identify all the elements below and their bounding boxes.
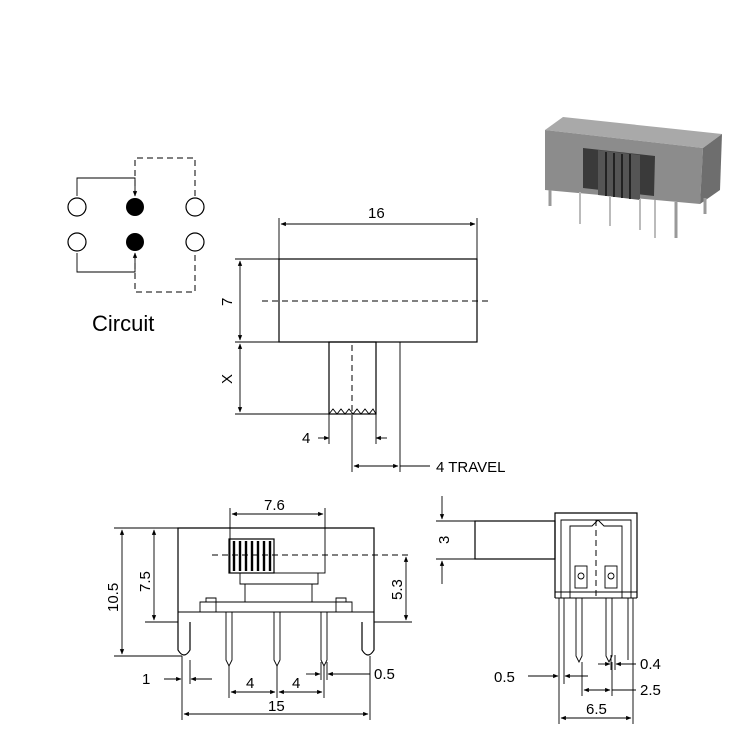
- dim-body-height: 7.5: [137, 571, 154, 592]
- terminal-circle-common: [126, 233, 144, 251]
- product-photo: [545, 117, 722, 238]
- circuit-link: [76, 252, 138, 273]
- dim-knob: 4: [302, 430, 310, 447]
- dim-side-width: 6.5: [586, 701, 607, 718]
- circuit-link-dashed: [134, 253, 196, 293]
- front-housing: [177, 527, 375, 622]
- terminal-circle: [67, 197, 87, 217]
- terminal-circle: [185, 232, 205, 252]
- dim-actuator: X: [219, 374, 236, 384]
- dim-actuator-height: 3: [436, 536, 453, 544]
- dim-right-height: 5.3: [389, 579, 406, 600]
- front-view: 7.6 10.5 7.5 5.3 1 4 4 0.5: [105, 497, 412, 720]
- actuator-side: [474, 520, 556, 560]
- dim-row-pitch: 2.5: [640, 682, 661, 699]
- terminal-circle: [185, 197, 205, 217]
- circuit-link-dashed: [134, 157, 196, 196]
- side-housing: [554, 512, 638, 598]
- dim-total-height: 10.5: [105, 583, 122, 612]
- dim-pitch-2: 4: [292, 675, 300, 692]
- dim-pin-small: 0.5: [374, 666, 395, 683]
- circuit-diagram: Circuit: [67, 157, 205, 336]
- circuit-caption: Circuit: [92, 311, 154, 336]
- dim-left-gap: 1: [142, 671, 150, 688]
- top-view: 16 7 X 4 4 TRAVEL: [219, 205, 505, 476]
- terminal-circle-common: [126, 198, 144, 216]
- slide-knob: [228, 538, 275, 574]
- dim-total-width: 15: [268, 698, 285, 715]
- dim-top: 7.6: [264, 497, 285, 514]
- dim-pin-left: 0.5: [494, 669, 515, 686]
- circuit-link: [76, 177, 138, 197]
- side-view: 3 0.5 0.4 2.5 6.5: [436, 496, 661, 724]
- dim-width: 16: [368, 205, 385, 222]
- dim-pitch-1: 4: [246, 675, 254, 692]
- dim-height: 7: [219, 298, 236, 306]
- dim-travel: 4 TRAVEL: [436, 459, 505, 476]
- dim-pin-right: 0.4: [640, 656, 661, 673]
- terminal-circle: [67, 232, 87, 252]
